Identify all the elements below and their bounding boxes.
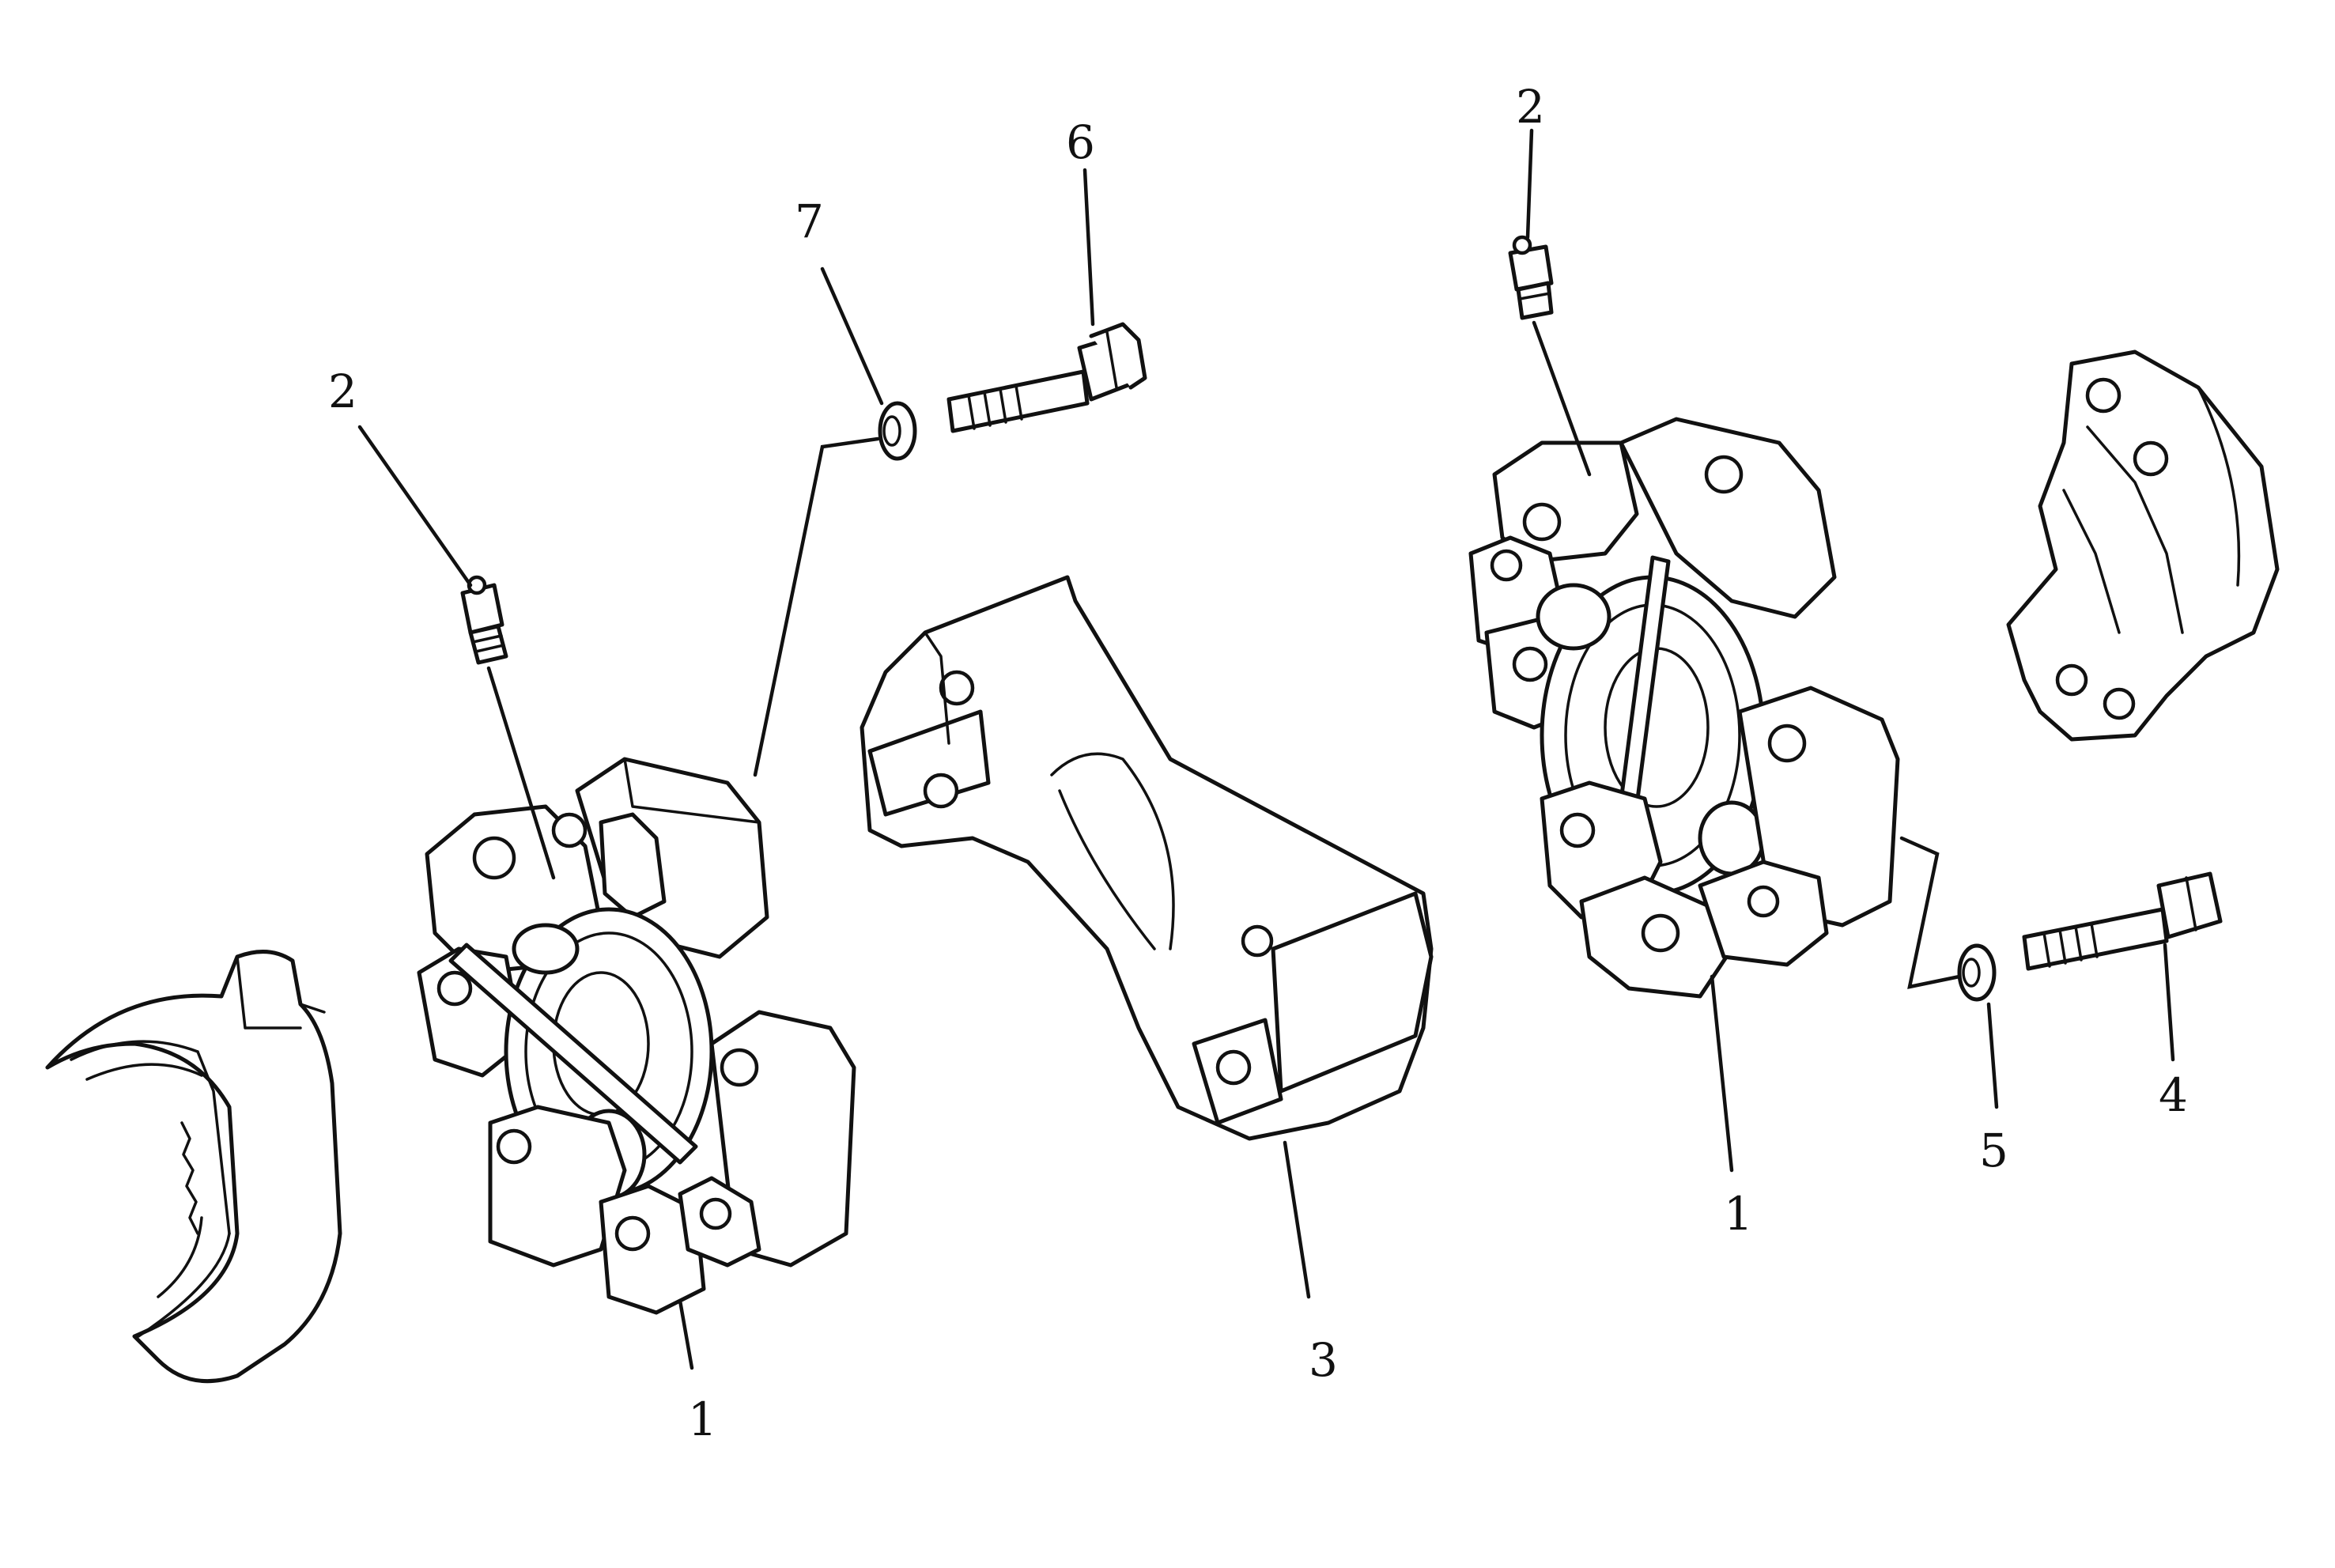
callout-1-left: 1: [688, 1392, 717, 1446]
right-grease-fitting: [1508, 235, 1554, 320]
right-yoke-flange: [2006, 349, 2280, 742]
left-grease-fitting: [460, 575, 508, 665]
leader-2-left: [357, 425, 473, 588]
callout-7: 7: [795, 195, 824, 248]
leader-1-left: [678, 1298, 694, 1370]
leader-3: [1283, 1140, 1311, 1299]
leader-5-to-spider: [1899, 836, 1962, 989]
callout-3: 3: [1309, 1333, 1338, 1387]
leader-2-right-lower: [1532, 320, 1592, 477]
leader-7: [820, 266, 884, 406]
callout-2-left: 2: [328, 365, 357, 418]
callout-5: 5: [1979, 1124, 2008, 1177]
washer-7: [878, 401, 917, 461]
callout-2-right: 2: [1516, 80, 1545, 134]
left-yoke-flange: [45, 950, 342, 1384]
leader-lines: [357, 128, 2175, 1370]
right-cross-spider: [1468, 417, 1900, 999]
callout-labels: 1 2 7 6 3 2 1 5 4: [328, 80, 2188, 1446]
leader-6: [1082, 168, 1095, 327]
leader-7-to-spider: [753, 436, 880, 777]
washer-5: [1957, 943, 1997, 1002]
callout-1-right: 1: [1724, 1187, 1753, 1241]
leader-5: [1986, 1002, 1999, 1109]
callout-6: 6: [1066, 115, 1095, 169]
flange-bolt-4: [2022, 871, 2223, 971]
left-cross-spider: [417, 757, 856, 1315]
flange-bolt-6: [946, 322, 1147, 433]
center-yoke-shaft: [860, 575, 1434, 1141]
callout-4: 4: [2159, 1068, 2188, 1122]
leader-2-left-lower: [486, 666, 556, 880]
leader-1-right: [1710, 974, 1734, 1173]
leader-4: [2163, 943, 2175, 1062]
leader-2-right: [1525, 128, 1534, 240]
